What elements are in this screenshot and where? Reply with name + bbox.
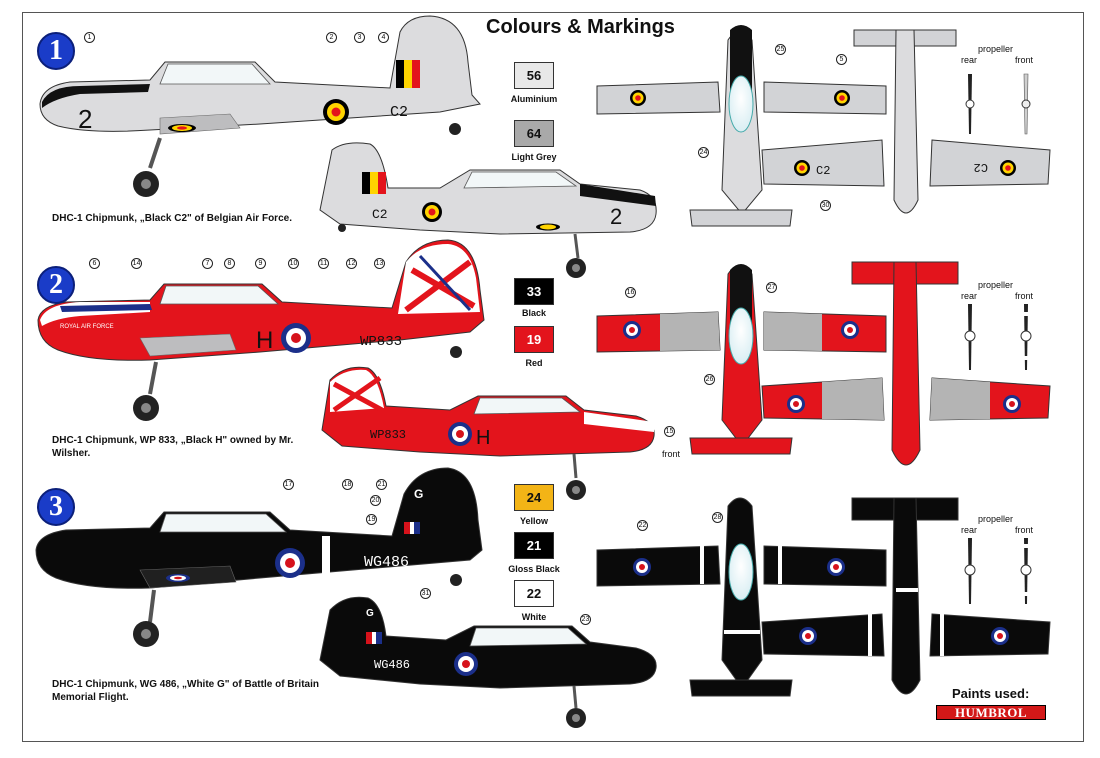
callout-9: 9 (255, 258, 266, 269)
propellers-3 (964, 538, 1032, 604)
scheme-2-badge: 2 (37, 266, 75, 304)
humbrol-logo: HUMBROL (936, 705, 1046, 720)
paint-19-swatch: 19 (514, 326, 554, 353)
scheme-2-caption: DHC-1 Chipmunk, WP 833, „Black H" owned … (52, 435, 294, 459)
propeller-title-1: propeller (978, 44, 1014, 54)
aircraft-3-left-profile: WG486 G (35, 467, 483, 647)
aircraft-3b-fin-code: G (366, 608, 374, 619)
aircraft-1b-nose-number: 2 (610, 204, 622, 229)
aircraft-1-top-plan: C2 C2 (761, 29, 1051, 214)
paint-19-name: Red (525, 358, 543, 368)
propeller-front-1: front (1015, 55, 1034, 65)
callout-27: 27 (766, 282, 777, 293)
callout-13: 13 (374, 258, 385, 269)
callout-18: 18 (342, 479, 353, 490)
paint-56-swatch: 56 (514, 62, 554, 89)
front-label: front (662, 449, 681, 459)
paint-22-swatch: 22 (514, 580, 554, 607)
aircraft-3-top-plan (761, 497, 1051, 695)
callout-2: 2 (326, 32, 337, 43)
paints-used-label: Paints used: (952, 686, 1030, 701)
callout-23: 23 (580, 614, 591, 625)
callout-12: 12 (346, 258, 357, 269)
callout-24: 24 (698, 147, 709, 158)
aircraft-2-left-profile: ROYAL AIR FORCE WP833 H (37, 239, 485, 421)
paint-22-name: White (521, 612, 547, 622)
callout-8: 8 (224, 258, 235, 269)
callout-15: 15 (664, 426, 675, 437)
aircraft-3-serial: WG486 (364, 554, 409, 571)
aircraft-3-right-profile: WG486 G (319, 596, 657, 728)
callout-1: 1 (84, 32, 95, 43)
aircraft-3-fin-code: G (414, 487, 423, 501)
aircraft-2-right-profile: WP833 H front (321, 366, 681, 500)
propeller-rear-2: rear (961, 291, 978, 301)
callout-22: 22 (637, 520, 648, 531)
callout-20: 20 (370, 495, 381, 506)
aircraft-2-underside-plan (596, 264, 887, 455)
paint-21-name: Gloss Black (508, 564, 560, 574)
scheme-3-caption: DHC-1 Chipmunk, WG 486, „White G" of Bat… (52, 679, 319, 703)
scheme-3-badge: 3 (37, 488, 75, 526)
callout-30: 30 (820, 200, 831, 211)
paint-33-swatch: 33 (514, 278, 554, 305)
callout-21: 21 (376, 479, 387, 490)
callout-19: 19 (366, 514, 377, 525)
callout-10: 10 (288, 258, 299, 269)
callout-14: 14 (131, 258, 142, 269)
paint-33-name: Black (521, 308, 547, 318)
propeller-front-3: front (1015, 525, 1034, 535)
aircraft-2b-code: H (476, 427, 490, 449)
scheme-1-badge: 1 (37, 32, 75, 70)
callout-7: 7 (202, 258, 213, 269)
aircraft-1-code: C2 (390, 104, 408, 121)
callout-28: 28 (712, 512, 723, 523)
paint-64-name: Light Grey (511, 152, 557, 162)
aircraft-1-nose-number: 2 (78, 104, 92, 134)
paint-64-swatch: 64 (514, 120, 554, 147)
aircraft-1-underside-plan (596, 25, 887, 227)
aircraft-3b-serial: WG486 (374, 658, 410, 672)
callout-16: 16 (625, 287, 636, 298)
propeller-front-2: front (1015, 291, 1034, 301)
callout-26: 26 (704, 374, 715, 385)
roundel-text: ROYAL AIR FORCE (60, 324, 114, 330)
callout-31: 31 (420, 588, 431, 599)
paint-24-name: Yellow (519, 516, 548, 526)
wing-code-left: C2 (816, 164, 830, 178)
propeller-rear-1: rear (961, 55, 978, 65)
callout-4: 4 (378, 32, 389, 43)
propellers-1 (965, 73, 1031, 135)
aircraft-2b-serial: WP833 (370, 428, 406, 442)
paint-21-swatch: 21 (514, 532, 554, 559)
callout-3: 3 (354, 32, 365, 43)
wing-code-right: C2 (974, 160, 988, 174)
propeller-title-3: propeller (978, 514, 1014, 524)
callout-17: 17 (283, 479, 294, 490)
propeller-title-2: propeller (978, 280, 1014, 290)
aircraft-1-left-profile: C2 2 (39, 15, 481, 197)
aircraft-2-code: H (256, 327, 273, 354)
paint-24-swatch: 24 (514, 484, 554, 511)
aircraft-1b-code: C2 (372, 207, 388, 222)
page-title: Colours & Markings (486, 16, 675, 38)
aircraft-3-underside-plan (596, 497, 887, 697)
callout-11: 11 (318, 258, 329, 269)
propellers-2 (964, 304, 1032, 370)
callout-25: 25 (775, 44, 786, 55)
aircraft-1-right-profile: C2 2 (319, 142, 657, 278)
scheme-1-caption: DHC-1 Chipmunk, „Black C2" of Belgian Ai… (52, 213, 292, 224)
paint-56-name: Aluminium (510, 94, 558, 104)
callout-5: 5 (836, 54, 847, 65)
callout-6: 6 (89, 258, 100, 269)
page-border (22, 12, 1084, 742)
aircraft-2-top-plan (761, 261, 1051, 466)
propeller-rear-3: rear (961, 525, 978, 535)
aircraft-2-serial: WP833 (360, 334, 402, 350)
